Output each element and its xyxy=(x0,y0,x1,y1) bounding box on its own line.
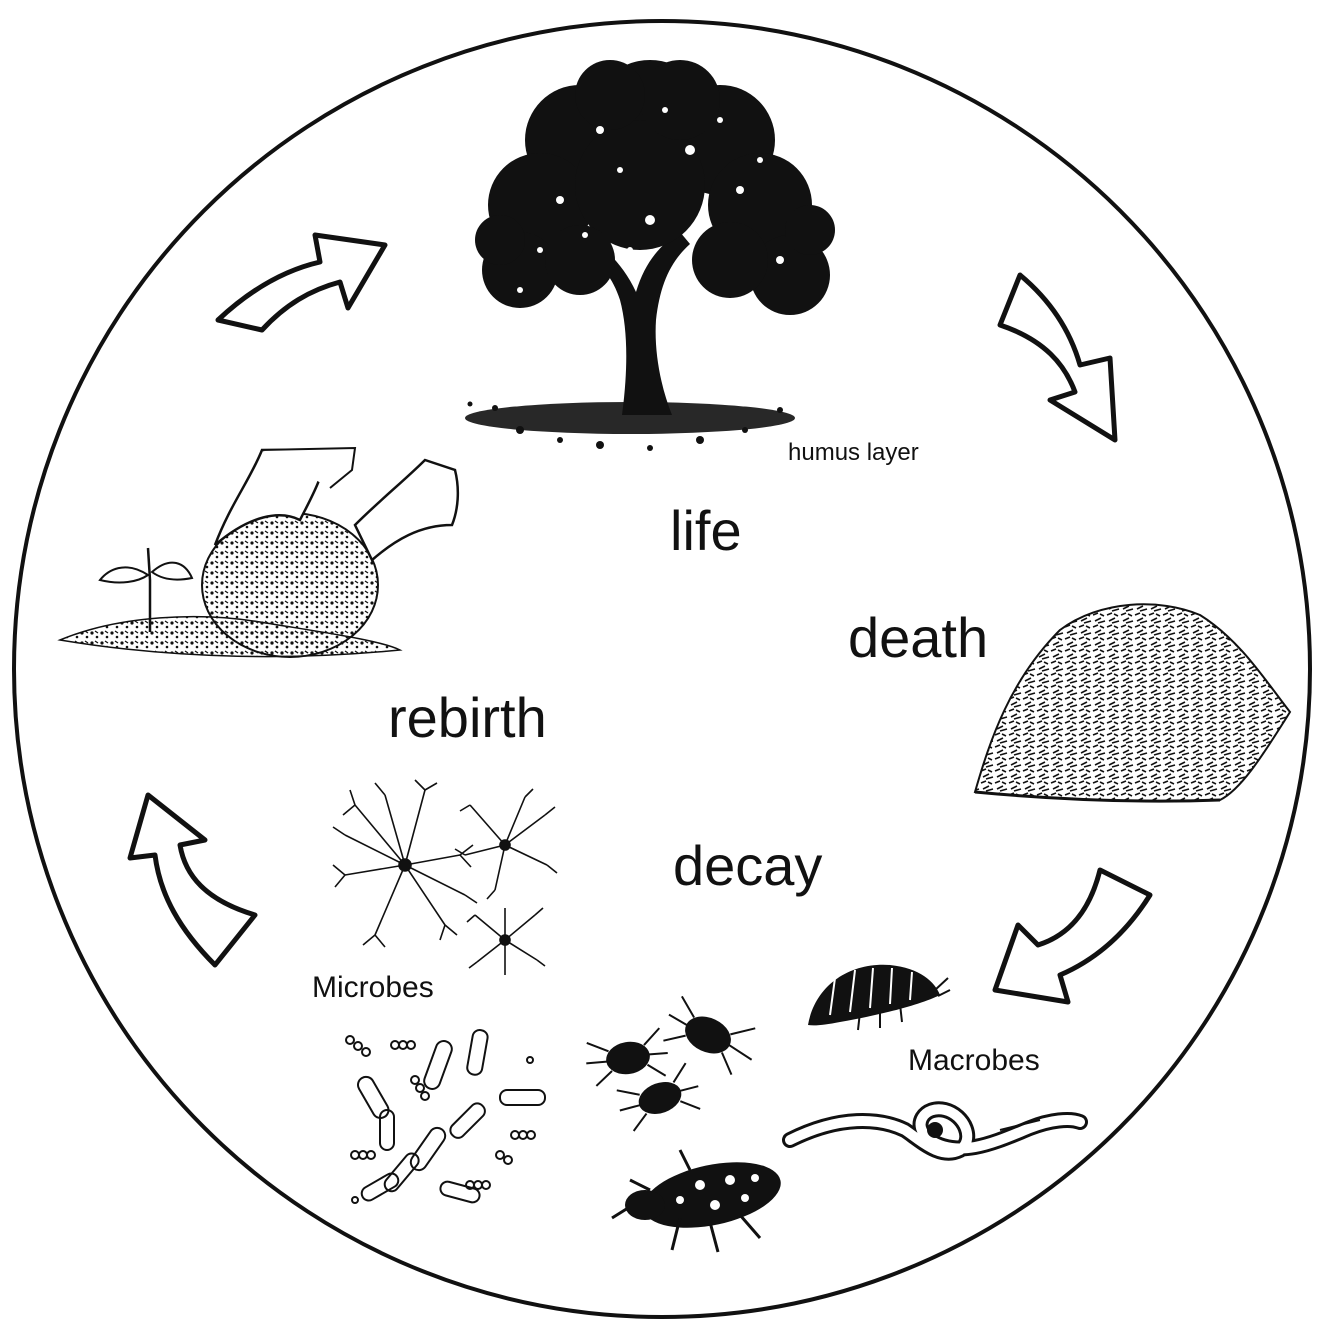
stage-label-decay: decay xyxy=(673,834,822,897)
macrobes-label: Macrobes xyxy=(908,1044,1040,1077)
microbes-label: Microbes xyxy=(312,971,434,1004)
stage-label-rebirth: rebirth xyxy=(388,686,547,749)
humus-layer-label: humus layer xyxy=(788,439,919,466)
stage-label-death: death xyxy=(848,606,988,669)
stage-label-life: life xyxy=(670,499,742,562)
